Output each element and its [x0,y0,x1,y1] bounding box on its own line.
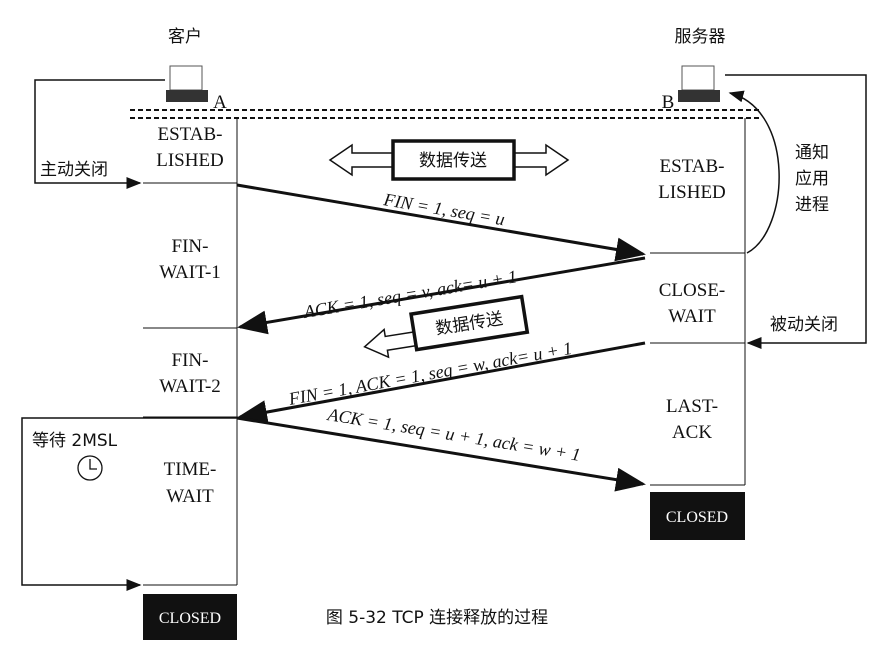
svg-text:通知: 通知 [795,143,829,163]
svg-text:应用: 应用 [795,169,829,189]
passive-close-arrow [725,74,867,349]
wait-2msl-arrow [21,417,237,591]
fin-arrow [236,183,646,262]
client-computer-icon [166,65,208,102]
clock-icon [77,455,103,481]
svg-text:WAIT: WAIT [166,486,214,507]
svg-text:WAIT-2: WAIT-2 [159,376,221,397]
svg-text:CLOSE-: CLOSE- [659,280,726,301]
svg-text:ESTAB-: ESTAB- [158,124,223,145]
figure-caption: 图 5-32 TCP 连接释放的过程 [326,608,548,628]
svg-text:LISHED: LISHED [658,182,726,203]
server-label: 服务器 [675,27,726,47]
data-transfer-server-to-client: 数据传送 [363,294,530,359]
active-close-label: 主动关闭 [40,160,108,180]
server-host-label: B [662,92,675,113]
client-state-fin-wait-1: FIN- WAIT-1 [159,236,221,283]
svg-text:ESTAB-: ESTAB- [660,156,725,177]
passive-close-label: 被动关闭 [770,315,838,335]
segment-arrows [236,183,646,492]
svg-text:CLOSED: CLOSED [666,509,728,526]
svg-text:进程: 进程 [795,195,829,215]
svg-text:WAIT: WAIT [668,306,716,327]
timelines [143,118,746,586]
segment-final-ack-label: ACK = 1, seq = u + 1, ack = w + 1 [325,404,582,465]
fin-ack-arrow [237,341,646,424]
svg-text:LISHED: LISHED [156,150,224,171]
network-dashed-lines [130,109,760,119]
final-ack-arrow [236,416,646,492]
svg-text:CLOSED: CLOSED [159,610,221,627]
svg-text:FIN-: FIN- [172,350,209,371]
notify-app-arrow [728,90,780,254]
client-closed-badge: CLOSED [143,594,237,640]
ack-arrow [237,256,646,335]
svg-text:ACK: ACK [672,422,712,443]
svg-text:LAST-: LAST- [666,396,718,417]
server-closed-badge: CLOSED [650,492,745,540]
svg-text:TIME-: TIME- [164,459,217,480]
client-host-label: A [213,92,227,113]
server-state-established: ESTAB- LISHED [658,156,726,203]
server-state-close-wait: CLOSE- WAIT [659,280,726,327]
segment-fin-label: FIN = 1, seq = u [381,189,506,229]
server-computer-icon [678,65,720,102]
client-state-fin-wait-2: FIN- WAIT-2 [159,350,221,397]
client-state-time-wait: TIME- WAIT [164,459,217,507]
active-close-arrow [34,79,165,189]
svg-text:WAIT-1: WAIT-1 [159,262,221,283]
svg-text:数据传送: 数据传送 [419,151,487,171]
client-label: 客户 [168,27,202,47]
client-state-established: ESTAB- LISHED [156,124,224,171]
wait-2msl-label: 等待 2MSL [32,431,118,451]
data-transfer-bidirectional: 数据传送 [328,139,570,181]
svg-text:FIN-: FIN- [172,236,209,257]
server-state-last-ack: LAST- ACK [666,396,718,443]
